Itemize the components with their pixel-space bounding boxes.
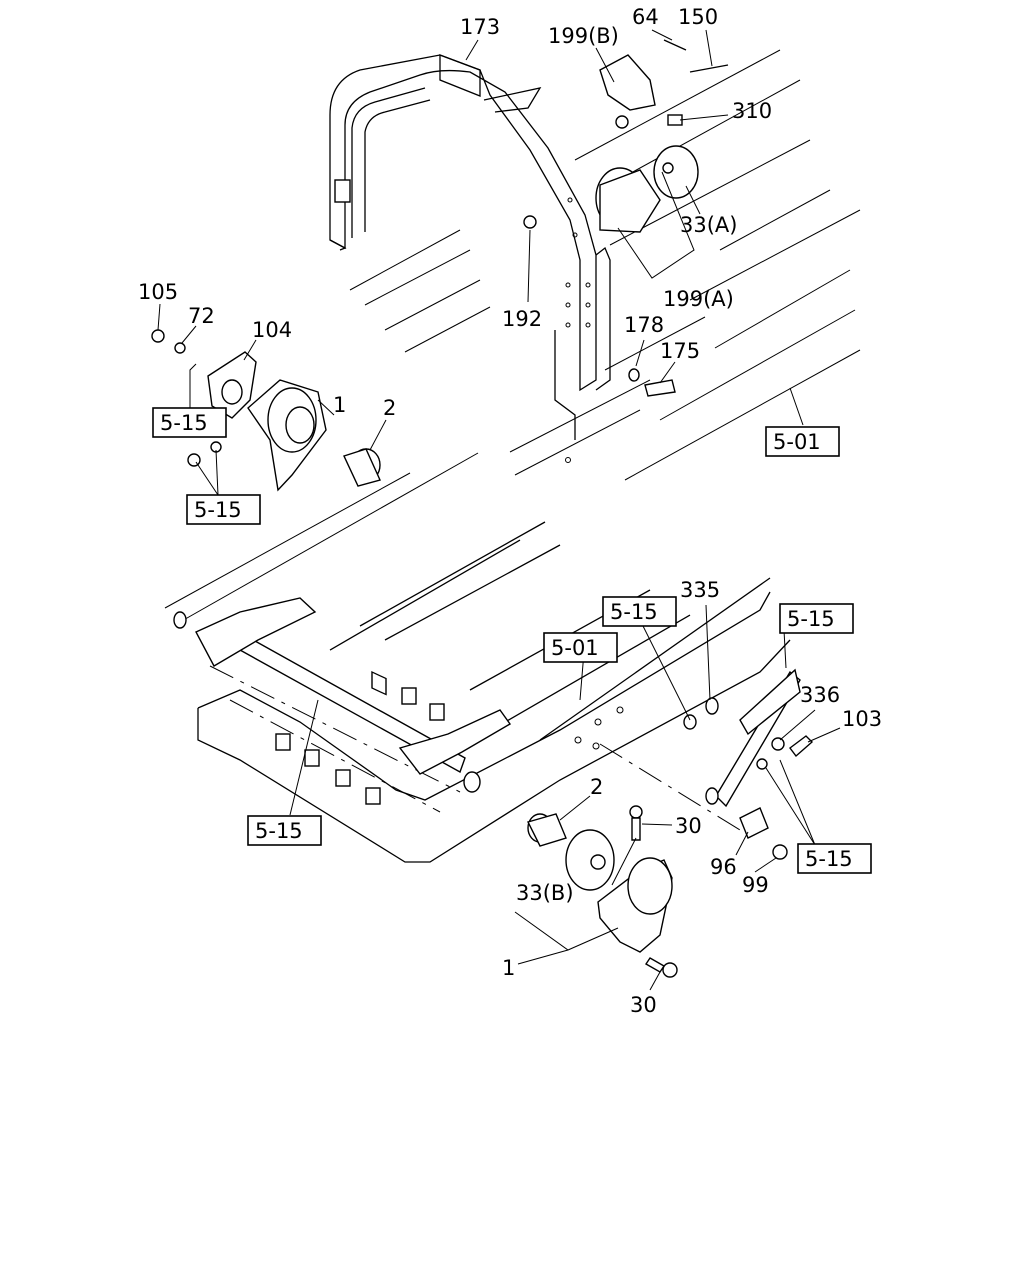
callout-103: 103 [842, 707, 882, 731]
callout-1-lower: 1 [502, 956, 515, 980]
ref-box-5-15: 5-15 [186, 494, 261, 525]
ref-box-5-15: 5-15 [602, 596, 677, 627]
callout-72: 72 [188, 304, 215, 328]
upper-frame-rail [349, 49, 861, 481]
ref-box-5-15: 5-15 [779, 603, 854, 634]
callout-labels: 173 199(B) 64 150 310 33(A) 199(A) 192 1… [138, 5, 882, 1017]
svg-text:5-01: 5-01 [773, 430, 821, 454]
ref-box-5-15: 5-15 [247, 815, 322, 846]
ref-box-5-15: 5-15 [797, 843, 872, 874]
svg-text:5-15: 5-15 [787, 607, 835, 631]
hoop-bracket [329, 54, 611, 463]
lower-mount [289, 699, 678, 991]
lower-frame [164, 452, 791, 863]
callout-30-lower: 30 [630, 993, 657, 1017]
callout-335: 335 [680, 578, 720, 602]
callout-336: 336 [800, 683, 840, 707]
callout-2-lower: 2 [590, 775, 603, 799]
reference-boxes: 5-15 5-15 5-01 5-15 5-15 5-01 5-15 5-15 [152, 407, 872, 874]
ref-box-5-01: 5-01 [765, 426, 840, 457]
svg-text:5-15: 5-15 [160, 411, 208, 435]
callout-199a: 199(A) [663, 287, 734, 311]
callout-33a: 33(A) [680, 213, 737, 237]
callout-178: 178 [624, 313, 664, 337]
svg-text:5-15: 5-15 [194, 498, 242, 522]
callout-96: 96 [710, 855, 737, 879]
callout-150: 150 [678, 5, 718, 29]
frame-slots [275, 670, 445, 805]
callout-192: 192 [502, 307, 542, 331]
callout-105: 105 [138, 280, 178, 304]
callout-99: 99 [742, 873, 769, 897]
svg-text:5-15: 5-15 [805, 847, 853, 871]
callout-1-upper: 1 [333, 393, 346, 417]
callout-33b: 33(B) [516, 881, 574, 905]
svg-text:5-15: 5-15 [255, 819, 303, 843]
callout-199b: 199(B) [548, 24, 619, 48]
callout-104: 104 [252, 318, 292, 342]
lower-link-parts [579, 604, 841, 873]
svg-text:5-01: 5-01 [551, 636, 599, 660]
callout-175: 175 [660, 339, 700, 363]
callout-64: 64 [632, 5, 659, 29]
callout-310: 310 [732, 99, 772, 123]
upper-leaders [465, 29, 804, 426]
upper-left-mount [151, 303, 387, 496]
callout-173: 173 [460, 15, 500, 39]
upper-mount-parts [523, 39, 729, 397]
callout-30-upper: 30 [675, 814, 702, 838]
svg-text:5-15: 5-15 [610, 600, 658, 624]
ref-box-5-01: 5-01 [543, 632, 618, 663]
ref-box-5-15: 5-15 [152, 407, 227, 438]
callout-2-upper: 2 [383, 396, 396, 420]
